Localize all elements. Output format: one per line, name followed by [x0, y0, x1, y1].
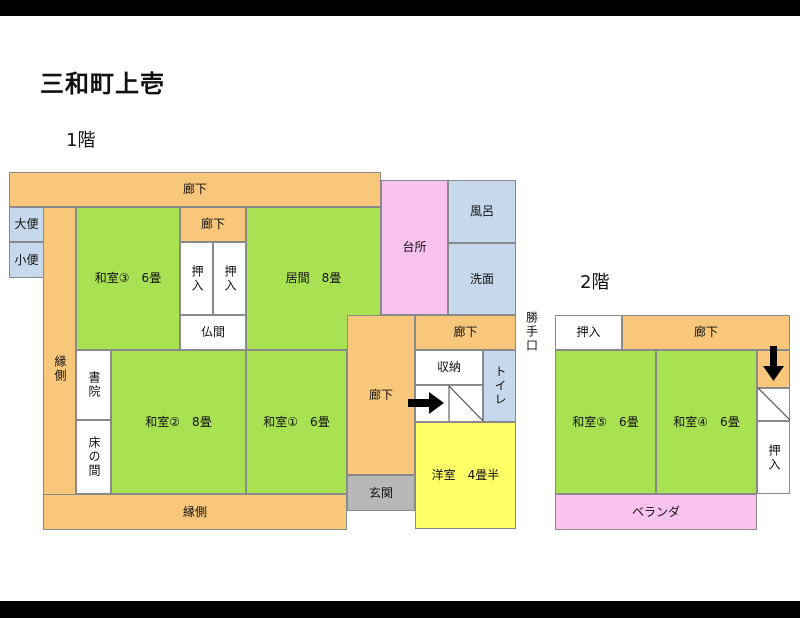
washroom: 洗面 [448, 243, 516, 315]
tokonoma: 床の間 [76, 420, 111, 494]
kitchen: 台所 [381, 180, 448, 315]
washitsu-3: 和室③ 6畳 [76, 207, 180, 350]
top-black-bar [0, 0, 800, 16]
toilet: トイレ [483, 350, 516, 422]
engawa-left: 縁側 [43, 207, 76, 530]
washitsu-2: 和室② 8畳 [111, 350, 246, 494]
corridor-2f-right [757, 350, 790, 388]
stairs-1f [415, 385, 483, 422]
floor2-label: 2階 [580, 272, 610, 293]
closet-2f-top: 押入 [555, 315, 622, 350]
storage: 収納 [415, 350, 483, 385]
corridor-2f: 廊下 [622, 315, 790, 350]
washitsu-1: 和室① 6畳 [246, 350, 347, 494]
toilet-small: 小便 [9, 242, 44, 278]
stairs-2f [757, 388, 790, 421]
washitsu-5: 和室⑤ 6畳 [555, 350, 656, 494]
bottom-black-bar [0, 601, 800, 618]
shoin: 書院 [76, 350, 111, 420]
side-entrance-label: 勝手口 [524, 311, 539, 353]
engawa-bottom: 縁側 [43, 494, 347, 530]
bath: 風呂 [448, 180, 516, 243]
washitsu-4: 和室④ 6畳 [656, 350, 757, 494]
veranda: ベランダ [555, 494, 757, 530]
closet-2f-right: 押入 [757, 421, 790, 494]
corridor-right: 廊下 [415, 315, 516, 350]
closet-a: 押入 [180, 242, 213, 315]
page-title: 三和町上壱 [40, 70, 165, 98]
youshitsu: 洋室 4畳半 [415, 422, 516, 529]
ima: 居間 8畳 [246, 207, 381, 350]
corridor-top: 廊下 [9, 172, 381, 207]
butsuma: 仏間 [180, 315, 246, 350]
closet-b: 押入 [213, 242, 246, 315]
floor1-label: 1階 [66, 130, 96, 151]
corridor-mid: 廊下 [347, 315, 415, 475]
toilet-large: 大便 [9, 207, 44, 242]
corridor-small: 廊下 [180, 207, 246, 242]
genkan: 玄関 [347, 475, 415, 511]
